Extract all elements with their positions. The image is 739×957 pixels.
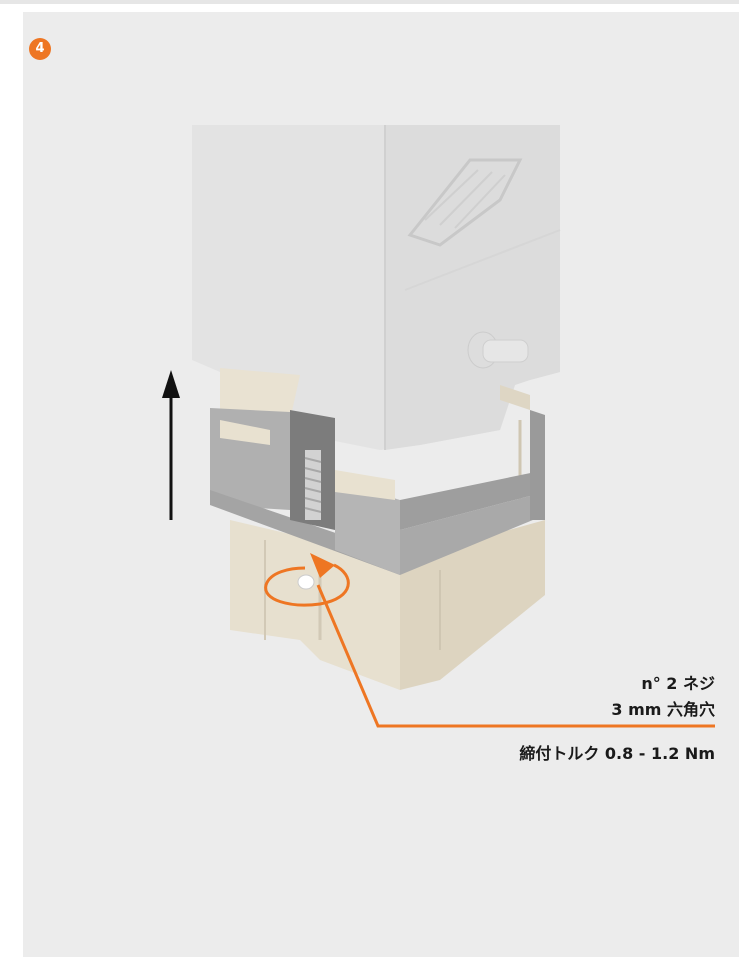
step-number-badge: 4 (29, 38, 51, 60)
callout-leader-line (316, 584, 715, 728)
torque-label: 締付トルク 0.8 - 1.2 Nm (519, 744, 715, 763)
metal-frame (210, 408, 545, 575)
fixing-screw (290, 410, 335, 590)
up-arrow-icon (162, 370, 180, 520)
top-border (0, 0, 739, 4)
hex-socket-label: 3 mm 六角穴 (611, 700, 715, 719)
rotation-arrow-icon (264, 553, 350, 607)
screw-label: n° 2 ネジ (641, 674, 715, 693)
hood-housing (192, 125, 561, 450)
